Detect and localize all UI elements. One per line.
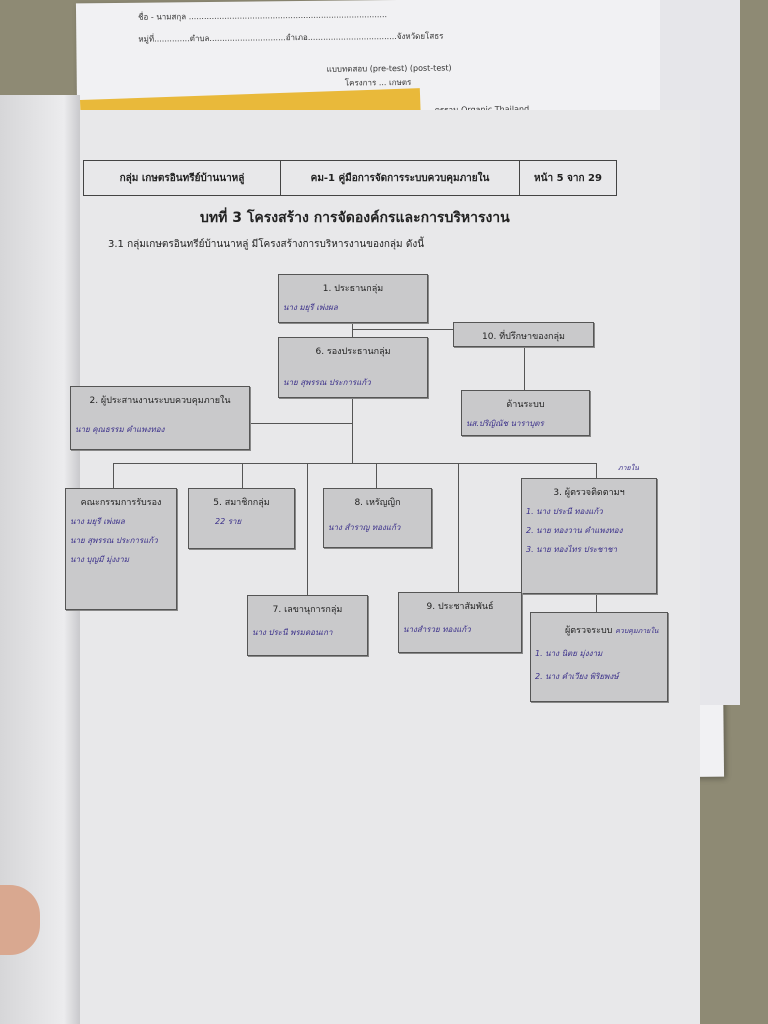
page-header-table: กลุ่ม เกษตรอินทรีย์บ้านนาหลู่ คม-1 คู่มื… — [83, 160, 617, 196]
box-title: ด้านระบบ — [506, 400, 545, 410]
connector — [352, 398, 353, 463]
box-title: ผู้ตรวจระบบ — [565, 626, 613, 636]
address-line: หมู่ที่..............ตำบล...............… — [138, 31, 444, 44]
box-treasurer: 8. เหรัญญิก นาง สำราญ ทองแก้ว — [323, 488, 432, 548]
header-page: หน้า 5 จาก 29 — [534, 172, 602, 184]
box-public-relations: 9. ประชาสัมพันธ์ นางสำรวย ทองแก้ว — [398, 592, 522, 653]
handwritten-name: นาง มยุรี เพ่งผล — [70, 517, 125, 526]
handwritten-name: 3. นาย ทองไทร ประชาชา — [526, 545, 618, 554]
auditor-note: ควบคุมภายใน — [615, 627, 659, 635]
handwritten-name: นาง ประนี พรมดอนเกา — [252, 628, 333, 637]
connector — [596, 463, 597, 478]
connector — [524, 347, 525, 390]
connector — [596, 594, 597, 612]
header-manual: คม-1 คู่มือการจัดการระบบควบคุมภายใน — [281, 161, 520, 195]
handwritten-name: 1. นาง นิตย มุ่งงาม — [535, 649, 603, 658]
inspector-note: ภายใน — [618, 464, 639, 472]
chapter-title: บทที่ 3 โครงสร้าง การจัดองค์กรและการบริห… — [200, 210, 510, 226]
box-president: 1. ประธานกลุ่ม นาง มยุรี เพ่งผล — [278, 274, 428, 323]
box-system-side: ด้านระบบ นส.ปริญิณัช นาราบุตร — [461, 390, 590, 436]
handwritten-name: 1. นาง ประนี ทองแก้ว — [526, 507, 603, 516]
connector — [250, 423, 352, 424]
box-auditor: ผู้ตรวจระบบ ควบคุมภายใน 1. นาง นิตย มุ่ง… — [530, 612, 668, 702]
handwritten-name: นส.ปริญิณัช นาราบุตร — [466, 419, 544, 428]
box-title: 8. เหรัญญิก — [354, 498, 401, 508]
box-secretary: 7. เลขานุการกลุ่ม นาง ประนี พรมดอนเกา — [247, 595, 368, 656]
connector — [113, 463, 596, 464]
box-title: คณะกรรมการรับรอง — [80, 498, 162, 508]
handwritten-name: 22 ราย — [215, 517, 242, 526]
thumb — [0, 885, 40, 955]
connector — [376, 463, 377, 488]
box-title: 6. รองประธานกลุ่ม — [315, 347, 391, 357]
box-title: 3. ผู้ตรวจติดตามฯ — [553, 488, 625, 498]
connector — [307, 463, 308, 595]
handwritten-name: นาง มยุรี เพ่งผล — [283, 303, 338, 312]
box-members: 5. สมาชิกกลุ่ม 22 ราย — [188, 488, 295, 549]
box-title: 5. สมาชิกกลุ่ม — [213, 498, 270, 508]
box-title: 1. ประธานกลุ่ม — [322, 284, 384, 294]
box-title: 7. เลขานุการกลุ่ม — [272, 605, 343, 615]
box-title: 2. ผู้ประสานงานระบบควบคุมภายใน — [89, 396, 231, 406]
connector — [242, 463, 243, 488]
handwritten-name: นางสำรวย ทองแก้ว — [403, 625, 471, 634]
handwritten-name: นาง สำราญ ทองแก้ว — [328, 523, 401, 532]
name-line: ชื่อ - นามสกุล .........................… — [138, 10, 388, 22]
connector — [113, 463, 114, 488]
box-title: 9. ประชาสัมพันธ์ — [426, 602, 494, 612]
header-group: กลุ่ม เกษตรอินทรีย์บ้านนาหลู่ — [84, 161, 281, 195]
box-advisor: 10. ที่ปรึกษาของกลุ่ม — [453, 322, 594, 347]
box-title: 10. ที่ปรึกษาของกลุ่ม — [482, 332, 565, 342]
connector — [458, 463, 459, 592]
section-intro: 3.1 กลุ่มเกษตรอินทรีย์บ้านนาหลู่ มีโครงส… — [108, 239, 425, 250]
handwritten-name: 2. นาง คำเวียง พิริยพงษ์ — [535, 672, 619, 681]
project-line: โครงการ ... เกษตร — [344, 77, 412, 88]
box-committee: คณะกรรมการรับรอง นาง มยุรี เพ่งผล นาย สุ… — [65, 488, 177, 610]
connector — [352, 329, 453, 330]
handwritten-name: 2. นาย ทองวาน คำแพงทอง — [526, 526, 623, 535]
handwritten-name: นาย สุพรรณ ประการแก้ว — [283, 378, 371, 387]
box-inspector: 3. ผู้ตรวจติดตามฯ 1. นาง ประนี ทองแก้ว 2… — [521, 478, 657, 594]
handwritten-name: นาย คุณธรรม คำแพงทอง — [75, 425, 165, 434]
handwritten-name: นาง บุญมี มุ่งงาม — [70, 555, 129, 564]
handwritten-name: นาย สุพรรณ ประการแก้ว — [70, 536, 158, 545]
test-title: แบบทดสอบ (pre-test) (post-test) — [326, 63, 452, 74]
connector — [352, 323, 353, 337]
box-vice-president: 6. รองประธานกลุ่ม นาย สุพรรณ ประการแก้ว — [278, 337, 428, 398]
box-coordinator: 2. ผู้ประสานงานระบบควบคุมภายใน นาย คุณธร… — [70, 386, 250, 450]
